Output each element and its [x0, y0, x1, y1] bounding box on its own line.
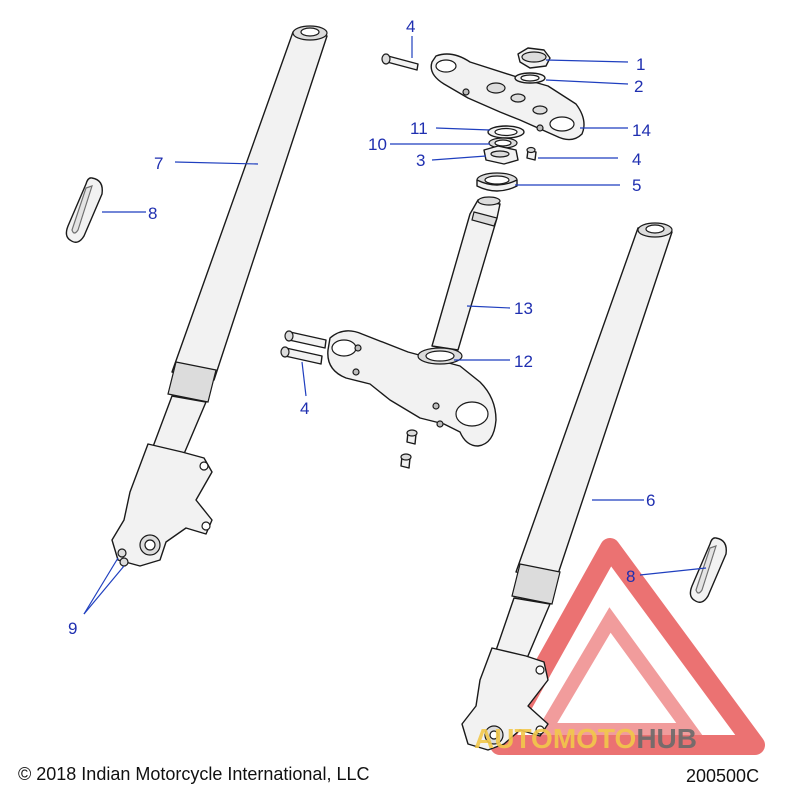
callout-4-top: 4	[406, 17, 415, 36]
callout-4-lower: 4	[300, 399, 309, 418]
callout-labels: 4 1 2 11 14 10 3 4 5 7 8 13 12 4 6 8 9	[68, 17, 655, 638]
copyright-notice: © 2018 Indian Motorcycle International, …	[18, 764, 370, 784]
callout-13: 13	[514, 299, 533, 318]
callout-8-left: 8	[148, 204, 157, 223]
steering-stem	[431, 196, 501, 351]
callout-3: 3	[416, 151, 425, 170]
top-clamp-bolt	[381, 53, 419, 71]
lower-triple-clamp	[327, 330, 497, 447]
callout-5: 5	[632, 176, 641, 195]
callout-7: 7	[154, 154, 163, 173]
steering-bearing	[476, 172, 518, 192]
callout-2: 2	[634, 77, 643, 96]
callout-9: 9	[68, 619, 77, 638]
callout-14: 14	[632, 121, 651, 140]
automotohub-watermark-logo	[490, 538, 765, 755]
callout-8-right: 8	[626, 567, 635, 586]
callout-10: 10	[368, 135, 387, 154]
stem-washer	[514, 72, 546, 84]
adjusting-nut	[483, 145, 519, 165]
drawing-number: 200500C	[686, 766, 760, 786]
automotohub-watermark-text: AUTOMOTOHUB	[474, 723, 697, 754]
lower-small-bolts	[400, 429, 418, 469]
small-pinch-bolt	[526, 146, 537, 161]
bearing-washer	[487, 125, 525, 139]
leader-lines	[83, 36, 707, 615]
lower-clamp-bolts	[280, 330, 327, 365]
callout-1: 1	[636, 55, 645, 74]
right-reflector	[689, 537, 727, 603]
left-fork-tube	[111, 25, 328, 567]
stem-nut	[517, 47, 551, 69]
callout-11: 11	[410, 119, 428, 138]
callout-4-right: 4	[632, 150, 641, 169]
upper-triple-clamp	[430, 53, 585, 141]
callout-6: 6	[646, 491, 655, 510]
callout-12: 12	[514, 352, 533, 371]
left-reflector	[65, 177, 103, 243]
right-fork-tube	[461, 222, 673, 751]
svg-text:AUTOMOTOHUB: AUTOMOTOHUB	[474, 723, 697, 754]
